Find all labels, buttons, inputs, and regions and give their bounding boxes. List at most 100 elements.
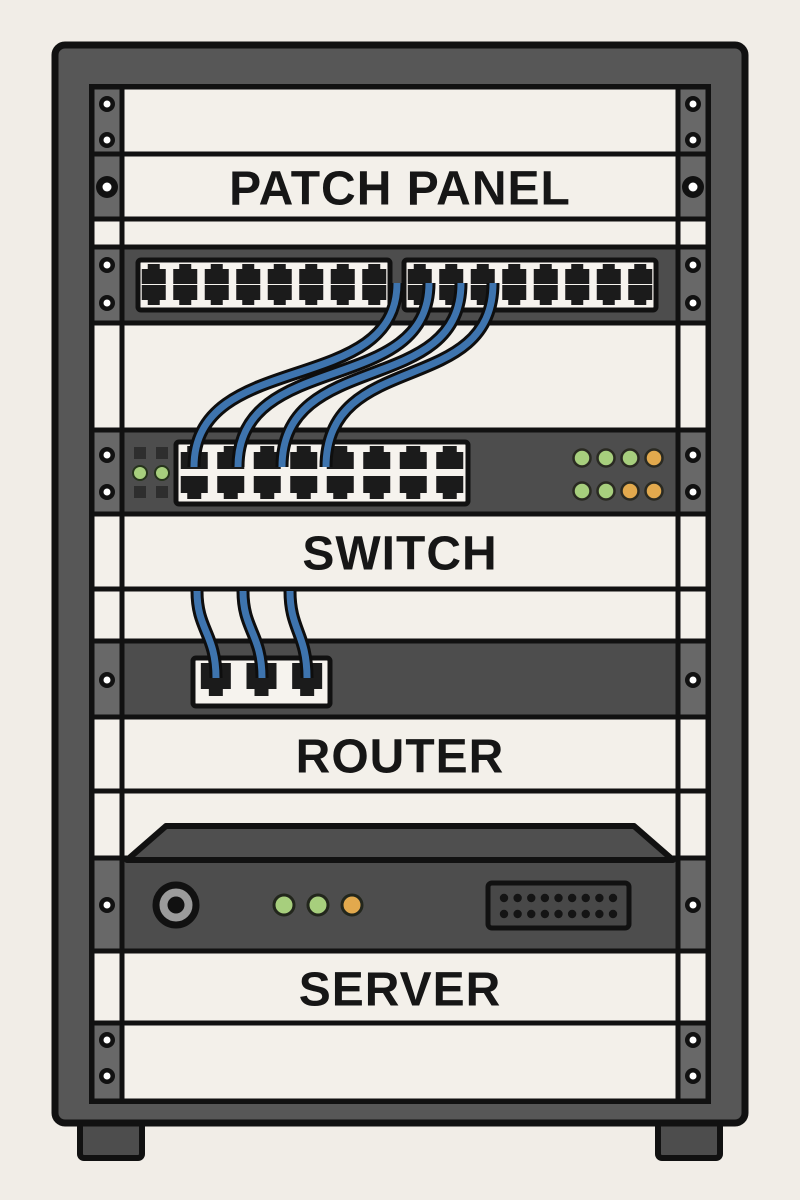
rack-panel [119, 511, 681, 592]
connector-pin [540, 909, 550, 919]
rj45-port-tab [242, 264, 255, 271]
screw-hole-center [103, 451, 111, 459]
cable-blue [322, 282, 497, 468]
switch-label: SWITCH [302, 528, 497, 581]
rj45-port-tab [634, 264, 647, 271]
rj45-port-tab [571, 264, 584, 271]
rj45-port-tab [413, 298, 426, 305]
rack-rows [89, 84, 711, 1104]
rj45-port-tab [336, 264, 349, 271]
rj45-port [596, 285, 621, 300]
rj45-port-tab [147, 298, 160, 305]
connector-pin [567, 893, 577, 903]
rj45-port-tab [508, 264, 521, 271]
rj45-port-tab [634, 298, 647, 305]
screw-hole-center [103, 488, 111, 496]
status-led-green [572, 481, 592, 501]
rj45-port-tab [571, 298, 584, 305]
rj45-port [299, 285, 324, 300]
screw-hole-center [103, 1036, 111, 1044]
rj45-port [362, 285, 387, 300]
rj45-port-tab [508, 298, 521, 305]
rj45-port-tab [442, 446, 457, 454]
rj45-port [470, 269, 495, 284]
rj45-port [326, 476, 354, 493]
rj45-port [407, 269, 432, 284]
rj45-port [502, 285, 527, 300]
rj45-port-tab [210, 298, 223, 305]
rj45-port [628, 269, 653, 284]
rj45-port [362, 269, 387, 284]
rj45-port-tab [254, 687, 269, 696]
cable-blue [239, 590, 266, 679]
rj45-port [141, 285, 166, 300]
rj45-port [330, 285, 355, 300]
status-led-green [620, 448, 640, 468]
rj45-port [253, 452, 281, 469]
rj45-port-tab [445, 298, 458, 305]
connector-pin [499, 909, 509, 919]
screw-hole-center [103, 261, 111, 269]
rack-rail-segment [675, 948, 711, 1026]
rj45-port [330, 269, 355, 284]
cable-blue [286, 590, 311, 679]
rack-panel [119, 84, 681, 157]
rack-rail-segment [89, 586, 125, 644]
connector-pin [540, 893, 550, 903]
rj45-port-tab [179, 264, 192, 271]
rj45-port-tab [260, 446, 275, 454]
rj45-port [436, 452, 464, 469]
rack-panel [119, 1020, 681, 1104]
screw-hole-center [689, 299, 697, 307]
connector-pin [608, 909, 618, 919]
server-label: SERVER [299, 964, 502, 1017]
rj45-port [502, 269, 527, 284]
rack-rail-segment [675, 427, 711, 517]
rj45-port [290, 452, 318, 469]
connector-pin [608, 893, 618, 903]
rj45-port-tab [300, 687, 315, 696]
screw-hole-center [689, 488, 697, 496]
rj45-port [267, 285, 292, 300]
connector-pin [554, 909, 563, 919]
rj45-port-tab [602, 264, 615, 271]
rj45-port-tab [305, 298, 318, 305]
status-led-orange [644, 448, 664, 468]
connector-pin [513, 909, 522, 919]
rj45-port-tab [223, 491, 238, 499]
rack-rail-segment [675, 1020, 711, 1104]
rj45-port-tab [369, 446, 384, 454]
rj45-port-tab [179, 298, 192, 305]
power-button-center [167, 896, 185, 914]
indicator-led-green [132, 465, 148, 481]
server-connector-block [485, 880, 632, 931]
rj45-port [236, 269, 261, 284]
rj45-port [173, 285, 198, 300]
rj45-port [436, 476, 464, 493]
screw-hole-center [102, 182, 112, 192]
router-unit [190, 655, 333, 709]
screw-hole-center [103, 100, 111, 108]
router-label: ROUTER [296, 731, 505, 784]
rack-rail-segment [89, 948, 125, 1026]
rj45-port [299, 269, 324, 284]
cable-blue [278, 282, 465, 468]
rj45-port-tab [368, 264, 381, 271]
cable-blue [193, 590, 220, 679]
rj45-port-tab [273, 298, 286, 305]
rj45-port-tab [296, 491, 311, 499]
screw-hole-center [688, 182, 698, 192]
screw-hole-center [689, 451, 697, 459]
screw-hole-center [689, 261, 697, 269]
rj45-port [326, 452, 354, 469]
rack-rail-segment [675, 788, 711, 861]
rj45-port [236, 285, 261, 300]
connector-pin [595, 893, 604, 903]
rj45-port-tab [369, 491, 384, 499]
rj45-port-tab [539, 298, 552, 305]
indicator-led-green [154, 465, 170, 481]
network-cables [187, 282, 500, 679]
rj45-port-tab [273, 264, 286, 271]
rj45-port [180, 476, 208, 493]
